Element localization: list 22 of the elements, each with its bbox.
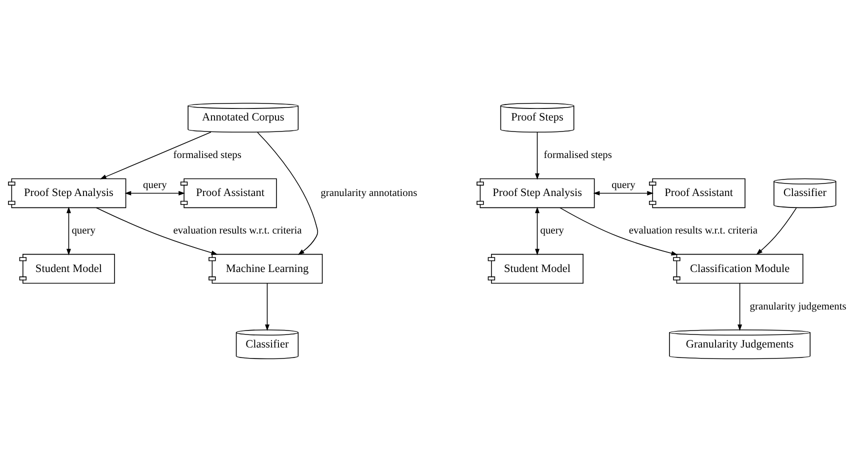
arrow <box>756 207 797 254</box>
edge-label: query <box>72 225 96 236</box>
edge-label: query <box>143 179 167 190</box>
arrow <box>560 206 678 255</box>
edge-label: evaluation results w.r.t. criteria <box>173 225 302 236</box>
arrow <box>96 206 218 254</box>
arrow <box>257 131 318 254</box>
edge-label: granularity annotations <box>320 187 418 198</box>
arrow <box>66 206 71 255</box>
edge-label: query <box>612 179 636 190</box>
arrow <box>100 131 212 179</box>
edge-label: formalised steps <box>544 150 612 161</box>
edge-label: evaluation results w.r.t. criteria <box>628 225 758 236</box>
arrow <box>535 131 540 180</box>
arrow <box>593 190 654 195</box>
edge-label: query <box>540 225 564 236</box>
arrow <box>264 282 270 330</box>
arrow <box>738 282 742 330</box>
arrow <box>124 190 186 195</box>
arrow <box>535 206 540 255</box>
edge-label: formalised steps <box>173 150 242 161</box>
edge-label: granularity judgements <box>750 300 846 312</box>
